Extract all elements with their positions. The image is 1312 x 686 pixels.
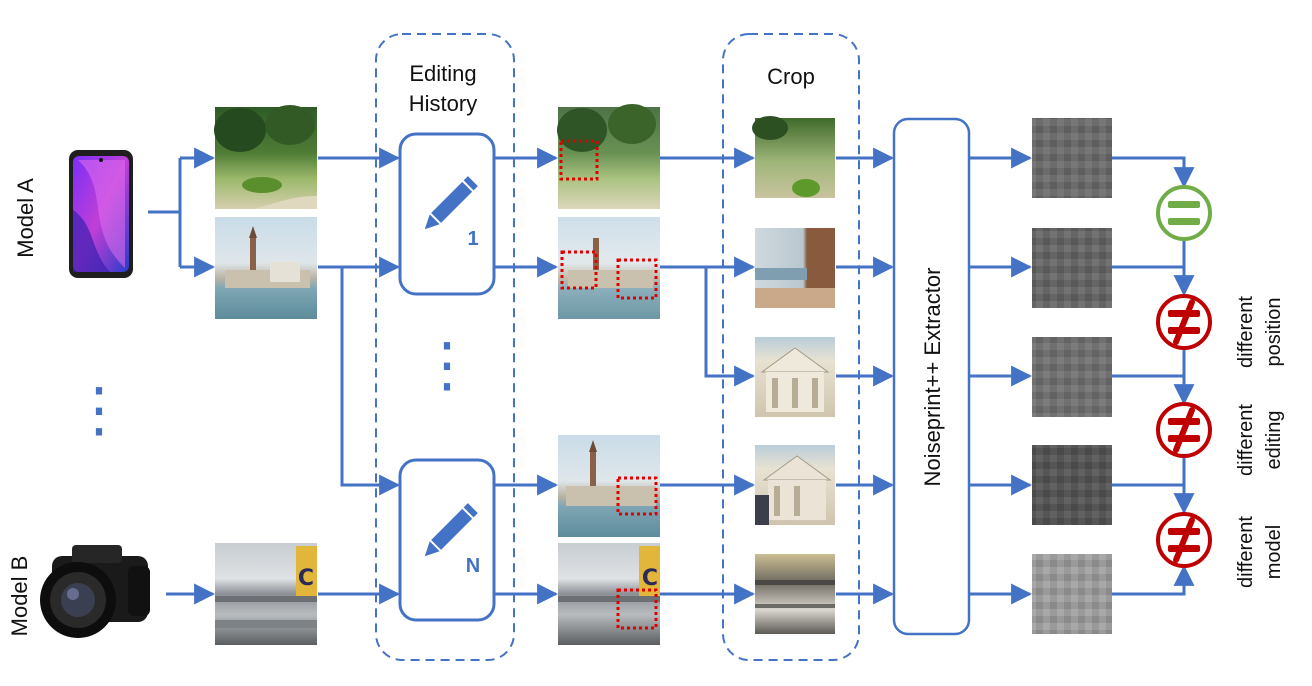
noiseprint-3 (1032, 337, 1112, 417)
crop-image-1 (752, 116, 835, 198)
dslr-camera-icon (40, 545, 150, 638)
comparison-label-model: different model (1235, 516, 1285, 588)
edited-image-park (557, 104, 660, 209)
flow-arrows (148, 147, 1195, 605)
noiseprint-1 (1032, 118, 1112, 198)
svg-text:C: C (642, 566, 658, 591)
edit-box-n: N (398, 458, 496, 622)
comparison-label-editing-line2: editing (1263, 411, 1285, 470)
crop-image-5 (755, 554, 835, 634)
not-equal-sign-icon (1156, 294, 1212, 350)
comparison-label-model-line1: different (1235, 516, 1257, 588)
edited-image-venice (558, 217, 660, 319)
input-image-venice (215, 217, 317, 319)
comparison-label-editing-line1: different (1235, 404, 1257, 476)
crop-image-3 (755, 337, 835, 417)
comparison-label-position-line1: different (1235, 296, 1257, 368)
noiseprint-4 (1032, 445, 1112, 525)
comparison-label-model-line2: model (1263, 525, 1285, 579)
svg-text:C: C (298, 566, 314, 591)
edit-n-index: N (466, 555, 480, 577)
not-equal-sign-icon (1156, 512, 1212, 568)
model-b-label: Model B (7, 556, 32, 637)
editing-history-group (375, 33, 515, 661)
smartphone-icon (69, 150, 133, 278)
crop-title: Crop (767, 64, 815, 89)
not-equal-sign-icon (1156, 402, 1212, 458)
crop-image-2 (755, 228, 835, 308)
edit-box-1: 1 (398, 132, 496, 296)
equals-sign-icon (1156, 185, 1212, 241)
edited-image-venice-n (558, 435, 660, 537)
noiseprint-2 (1032, 228, 1112, 308)
edits-ellipsis: ⋮ (417, 330, 477, 400)
comparison-label-position: different position (1235, 296, 1285, 368)
editing-history-title-line2: History (409, 91, 477, 116)
editing-history-title-line1: Editing (409, 61, 476, 86)
input-image-park (214, 105, 317, 209)
model-a-label: Model A (13, 178, 38, 258)
noiseprint-5 (1032, 554, 1112, 634)
crop-group (722, 33, 860, 661)
input-image-ship: C (215, 543, 317, 645)
more-devices-dots: ⋮ (69, 375, 129, 445)
extractor-label: Noiseprint++ Extractor (920, 268, 945, 487)
edit-1-index: 1 (467, 228, 478, 250)
comparison-label-position-line2: position (1263, 298, 1285, 367)
crop-image-4 (755, 445, 835, 525)
edited-image-ship: C (558, 543, 660, 645)
comparison-label-editing: different editing (1235, 404, 1285, 476)
